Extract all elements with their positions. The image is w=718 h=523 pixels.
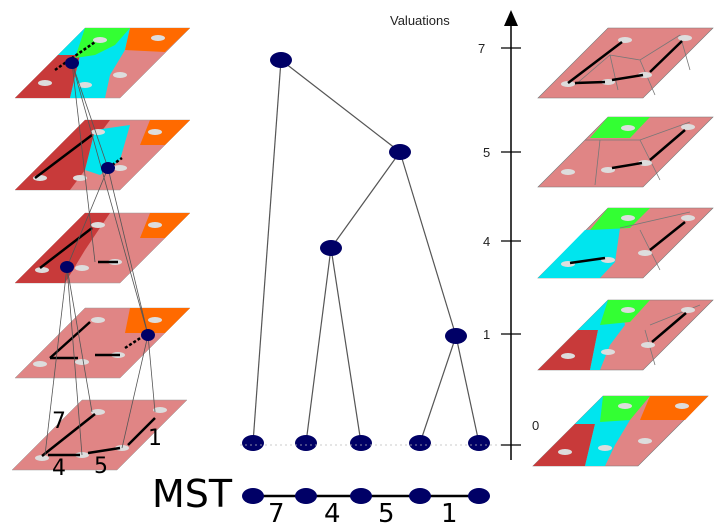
panel-connectors [44, 62, 156, 456]
tick-label-4: 4 [483, 234, 490, 249]
dendrogram-nodes [242, 52, 490, 451]
right-panel-2 [537, 116, 714, 188]
mst-weight-1: 7 [268, 499, 285, 523]
left-panel-5: 7 4 5 1 [11, 399, 188, 481]
base-weight-3: 5 [94, 454, 108, 479]
tick-label-1: 1 [483, 327, 490, 342]
left-panel-4 [14, 307, 191, 379]
dendro-leaf-3 [350, 435, 372, 451]
right-panel-4 [537, 299, 714, 371]
mst-label: MST [152, 472, 233, 516]
left-merge-node-3 [60, 261, 74, 273]
right-panel-3 [537, 207, 714, 279]
base-weight-4: 1 [148, 426, 162, 451]
tick-label-7: 7 [478, 41, 485, 56]
mst-node-3 [350, 488, 372, 504]
mst-weight-3: 5 [378, 499, 395, 523]
mst-node-4 [409, 488, 431, 504]
dendro-leaf-4 [409, 435, 431, 451]
left-merge-node-1 [65, 57, 79, 69]
left-panel-3 [14, 212, 191, 284]
left-panel-1 [14, 27, 191, 99]
left-merge-node-4 [141, 329, 155, 341]
tick-label-5: 5 [483, 145, 490, 160]
dendro-leaf-2 [295, 435, 317, 451]
dendro-leaf-5 [468, 435, 490, 451]
dendro-node-1 [445, 328, 467, 344]
axis-arrow-icon [504, 10, 518, 26]
dendro-node-5 [389, 144, 411, 160]
axis-tick-marks [501, 47, 521, 446]
dendro-node-4 [320, 240, 342, 256]
right-panel-1 [537, 27, 714, 99]
mst-node-1 [242, 488, 264, 504]
dendro-node-root [270, 52, 292, 68]
axis-title: Valuations [390, 13, 450, 28]
left-panel-2 [14, 119, 191, 191]
mst-node-2 [295, 488, 317, 504]
base-weight-1: 7 [52, 409, 66, 434]
mst-node-5 [468, 488, 490, 504]
dendrogram-edges [252, 59, 480, 444]
dendro-leaf-1 [242, 435, 264, 451]
mst-weight-2: 4 [324, 499, 341, 523]
mst-nodes [242, 488, 490, 504]
left-merge-node-2 [101, 162, 115, 174]
right-panel-5 [532, 395, 709, 467]
tick-label-0: 0 [532, 418, 539, 433]
mst-weight-4: 1 [441, 499, 458, 523]
base-weight-2: 4 [52, 456, 66, 481]
